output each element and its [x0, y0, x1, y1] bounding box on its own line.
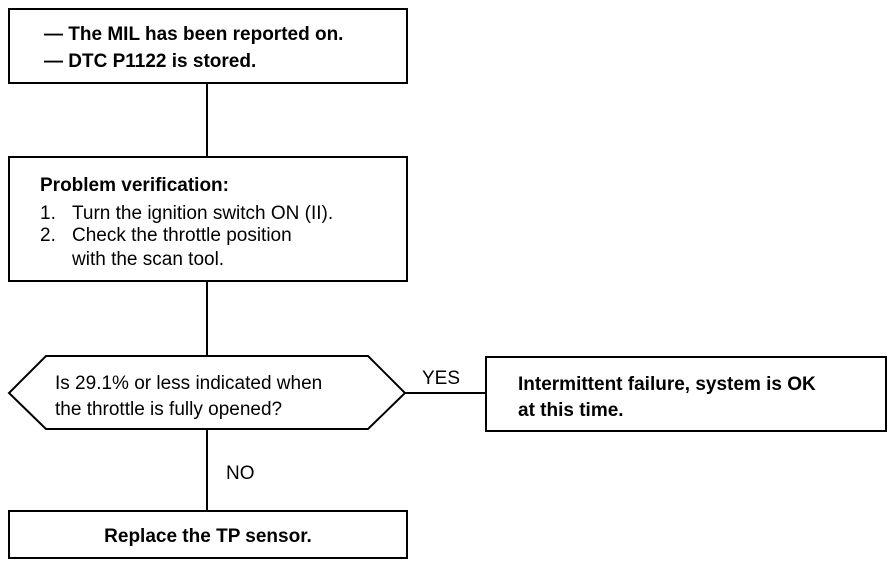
no-outcome-text: Replace the TP sensor.: [104, 526, 312, 547]
no-branch-label: NO: [226, 463, 255, 484]
verification-step-1-number: 1.: [40, 203, 56, 224]
decision-node: Is 29.1% or less indicated when the thro…: [7, 355, 407, 430]
no-outcome-box-frame: [8, 510, 408, 559]
start-line-dtc-stored: — DTC P1122 is stored.: [44, 51, 256, 72]
no-outcome-box: Replace the TP sensor.: [8, 510, 408, 559]
decision-hexagon: [7, 355, 407, 430]
decision-question-line-1: Is 29.1% or less indicated when: [55, 373, 322, 394]
verification-box-frame: [8, 156, 408, 282]
verification-heading: Problem verification:: [40, 175, 229, 196]
verification-step-2-continuation: with the scan tool.: [71, 249, 224, 270]
yes-outcome-line-1: Intermittent failure, system is OK: [518, 374, 816, 395]
start-line-mil-reported: — The MIL has been reported on.: [44, 24, 343, 45]
yes-outcome-line-2: at this time.: [518, 400, 624, 421]
yes-outcome-box-frame: [485, 356, 887, 432]
verification-step-1-text: Turn the ignition switch ON (II).: [72, 203, 333, 224]
verification-step-2-text: Check the throttle position: [72, 225, 292, 246]
start-box-frame: [8, 8, 408, 84]
decision-question-line-2: the throttle is fully opened?: [55, 399, 282, 420]
start-box: — The MIL has been reported on. — DTC P1…: [8, 8, 408, 84]
verification-step-2-number: 2.: [40, 225, 56, 246]
yes-outcome-box: Intermittent failure, system is OK at th…: [485, 356, 887, 432]
verification-box: Problem verification: 1. Turn the igniti…: [8, 156, 408, 282]
yes-branch-label: YES: [422, 368, 460, 389]
